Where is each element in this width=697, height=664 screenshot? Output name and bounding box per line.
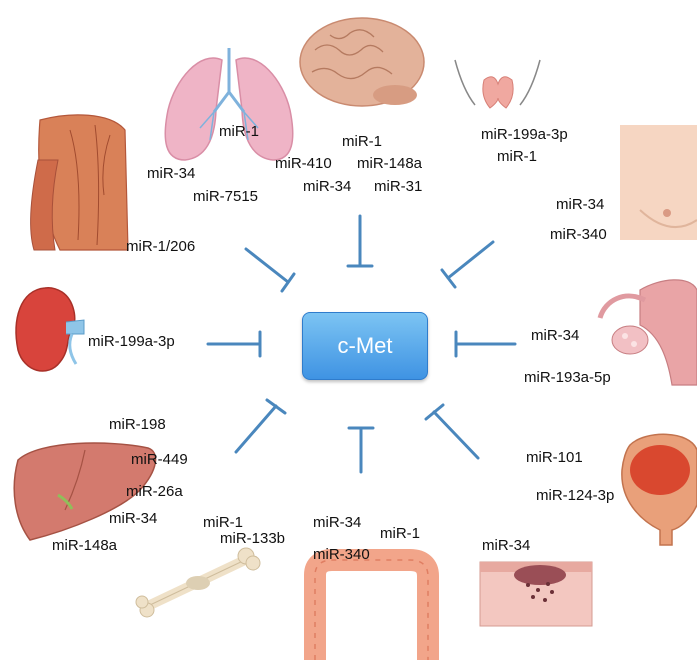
bone-mirna-2: miR-133b [220,530,285,547]
skin-mirna-1: miR-34 [482,537,530,554]
lung-icon [165,48,293,160]
arrow-breast [442,242,493,287]
breast-icon [620,125,697,240]
arrow-brain [348,216,372,266]
arrow-muscle [246,249,294,291]
lung-mirna-1: miR-1 [219,123,259,140]
ovary-mirna-2: miR-193a-5p [524,369,611,386]
brain-icon [300,18,424,106]
liver-mirna-2: miR-449 [131,451,188,468]
cmet-label: c-Met [338,335,393,357]
liver-mirna-3: miR-26a [126,483,183,500]
brain-mirna-1: miR-1 [342,133,382,150]
arrow-liver [236,400,285,452]
breast-mirna-2: miR-340 [550,226,607,243]
kidney-icon [16,288,84,371]
bone-icon [136,548,260,617]
arrow-colon [349,428,373,472]
lung-mirna-2: miR-34 [147,165,195,182]
ovary-mirna-1: miR-34 [531,327,579,344]
brain-mirna-5: miR-31 [374,178,422,195]
bladder-mirna-2: miR-124-3p [536,487,614,504]
brain-mirna-2: miR-410 [275,155,332,172]
bladder-icon [622,434,697,545]
thyroid-mirna-1: miR-199a-3p [481,126,568,143]
colon-mirna-1: miR-34 [313,514,361,531]
thyroid-mirna-2: miR-1 [497,148,537,165]
breast-mirna-1: miR-34 [556,196,604,213]
colon-icon [315,560,428,660]
brain-mirna-4: miR-34 [303,178,351,195]
arrow-kidney [208,332,260,356]
ovary-icon [600,280,697,385]
skin-icon [480,562,592,626]
bladder-mirna-1: miR-101 [526,449,583,466]
muscle-mirna-1: miR-1/206 [126,238,195,255]
colon-mirna-2: miR-340 [313,546,370,563]
lung-mirna-3: miR-7515 [193,188,258,205]
thyroid-icon [455,60,540,108]
arrow-bladder [426,405,478,458]
liver-mirna-1: miR-198 [109,416,166,433]
kidney-mirna-1: miR-199a-3p [88,333,175,350]
muscle-icon [31,115,128,250]
liver-mirna-5: miR-148a [52,537,117,554]
cmet-node: c-Met [302,312,428,380]
liver-mirna-4: miR-34 [109,510,157,527]
brain-mirna-3: miR-148a [357,155,422,172]
colon-mirna-3: miR-1 [380,525,420,542]
arrow-ovary [456,332,515,356]
bone-mirna-1: miR-1 [203,514,243,531]
